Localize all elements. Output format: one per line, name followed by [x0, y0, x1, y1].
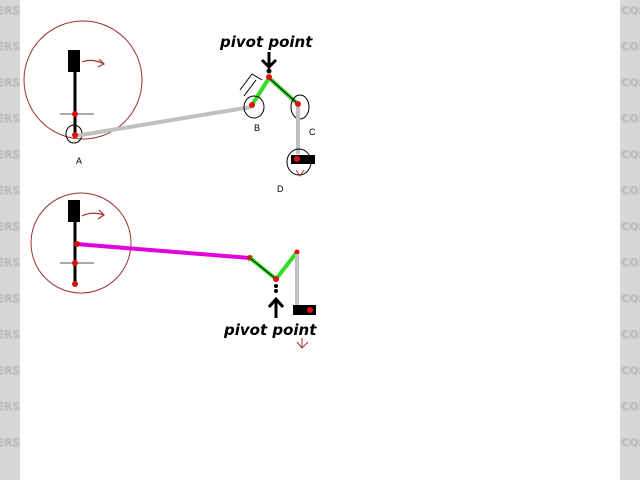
push-rod-bottom	[75, 242, 251, 260]
part-dot-bottom	[307, 307, 313, 313]
joint-b-ellipse	[243, 95, 265, 119]
down-arrow-icon-bottom	[296, 338, 309, 349]
watermark-left-text: DERS.	[0, 40, 20, 53]
label-d: D	[277, 184, 284, 194]
watermark-right-text: COST	[621, 436, 640, 449]
watermark-right-text: COST	[621, 328, 640, 341]
lever-block-bottom	[68, 200, 80, 222]
watermark-left-text: DERS.	[0, 292, 20, 305]
bellcrank-bottom-outline	[249, 257, 277, 280]
lever-a-block	[68, 50, 80, 72]
pivot-dot-top	[266, 68, 272, 74]
bellcrank-top-outline	[268, 77, 299, 105]
watermark-right-text: COST	[621, 400, 640, 413]
watermark-left-text: DERS.	[0, 112, 20, 125]
down-arrow-icon	[295, 169, 305, 177]
curved-arrow-head	[97, 58, 106, 68]
pivot-red-dot-bottom	[273, 276, 279, 282]
watermark-left-text: DERS.	[0, 4, 20, 17]
motion-arrows-icon	[239, 73, 263, 97]
label-b: B	[254, 123, 260, 133]
watermark-right-text: COST	[621, 256, 640, 269]
watermark-left-text: DERS.	[0, 184, 20, 197]
curved-arrow-head-bottom	[97, 209, 105, 220]
pivot-red-dot-top	[266, 74, 272, 80]
label-c: C	[309, 127, 316, 137]
watermark-right-text: COST	[621, 220, 640, 233]
watermark-right-text: COST	[621, 292, 640, 305]
pivot-dot-bottom-2	[274, 289, 278, 293]
watermark-left-text: DERS.	[0, 256, 20, 269]
pivot-label-top: pivot point	[219, 33, 313, 51]
watermark-left-text: DERS.	[0, 364, 20, 377]
joint-c-dot	[295, 101, 301, 107]
right-watermark-strip: COST COST COST COST COST COST COST COST COST COST…	[620, 0, 640, 480]
part-d-block	[291, 155, 315, 164]
bold-arrow-icon	[260, 52, 278, 70]
watermark-left-text: DERS.	[0, 400, 20, 413]
left-watermark-strip: DERS. DERS. DERS. DERS. DERS. DERS. DERS. DERS.…	[0, 0, 20, 480]
bellcrank-top	[250, 74, 300, 107]
watermark-left-text: DERS.	[0, 220, 20, 233]
top-linkage: pivot point A B C D	[23, 20, 316, 194]
bottom-linkage: pivot point	[30, 192, 317, 349]
joint-b-dot	[249, 102, 255, 108]
lever-end-dot-bottom	[72, 281, 78, 287]
pivot-dot-bottom-1	[274, 284, 278, 288]
watermark-right-text: COST	[621, 40, 640, 53]
joint-a-dot	[72, 132, 78, 138]
bellcrank-end-dot-bottom	[294, 249, 300, 255]
watermark-right-text: COST	[621, 76, 640, 89]
watermark-right-text: COST	[621, 4, 640, 17]
lever-mid-dot-bottom	[72, 260, 78, 266]
watermark-left-text: DERS.	[0, 436, 20, 449]
label-a: A	[76, 156, 82, 166]
watermark-left-text: DERS.	[0, 328, 20, 341]
watermark-right-text: COST	[621, 112, 640, 125]
bold-arrow-icon-bottom	[267, 296, 285, 318]
push-rod-top	[74, 105, 252, 138]
rod-start-dot-bottom	[74, 241, 80, 247]
watermark-right-text: COST	[621, 364, 640, 377]
joint-d-dot	[294, 156, 300, 162]
lever-a-mid-dot	[72, 111, 78, 117]
watermark-right-text: COST	[621, 184, 640, 197]
part-block-bottom	[293, 305, 316, 315]
watermark-right-text: COST	[621, 148, 640, 161]
pivot-label-bottom: pivot point	[223, 321, 317, 339]
watermark-left-text: DERS.	[0, 148, 20, 161]
lever-a-magnifier-circle	[23, 20, 143, 140]
watermark-left-text: DERS.	[0, 76, 20, 89]
bellcrank-bottom	[248, 250, 299, 282]
lever-magnifier-circle-bottom	[30, 192, 132, 294]
curved-arrow-icon-bottom	[81, 212, 105, 217]
curved-arrow-icon	[81, 59, 105, 65]
